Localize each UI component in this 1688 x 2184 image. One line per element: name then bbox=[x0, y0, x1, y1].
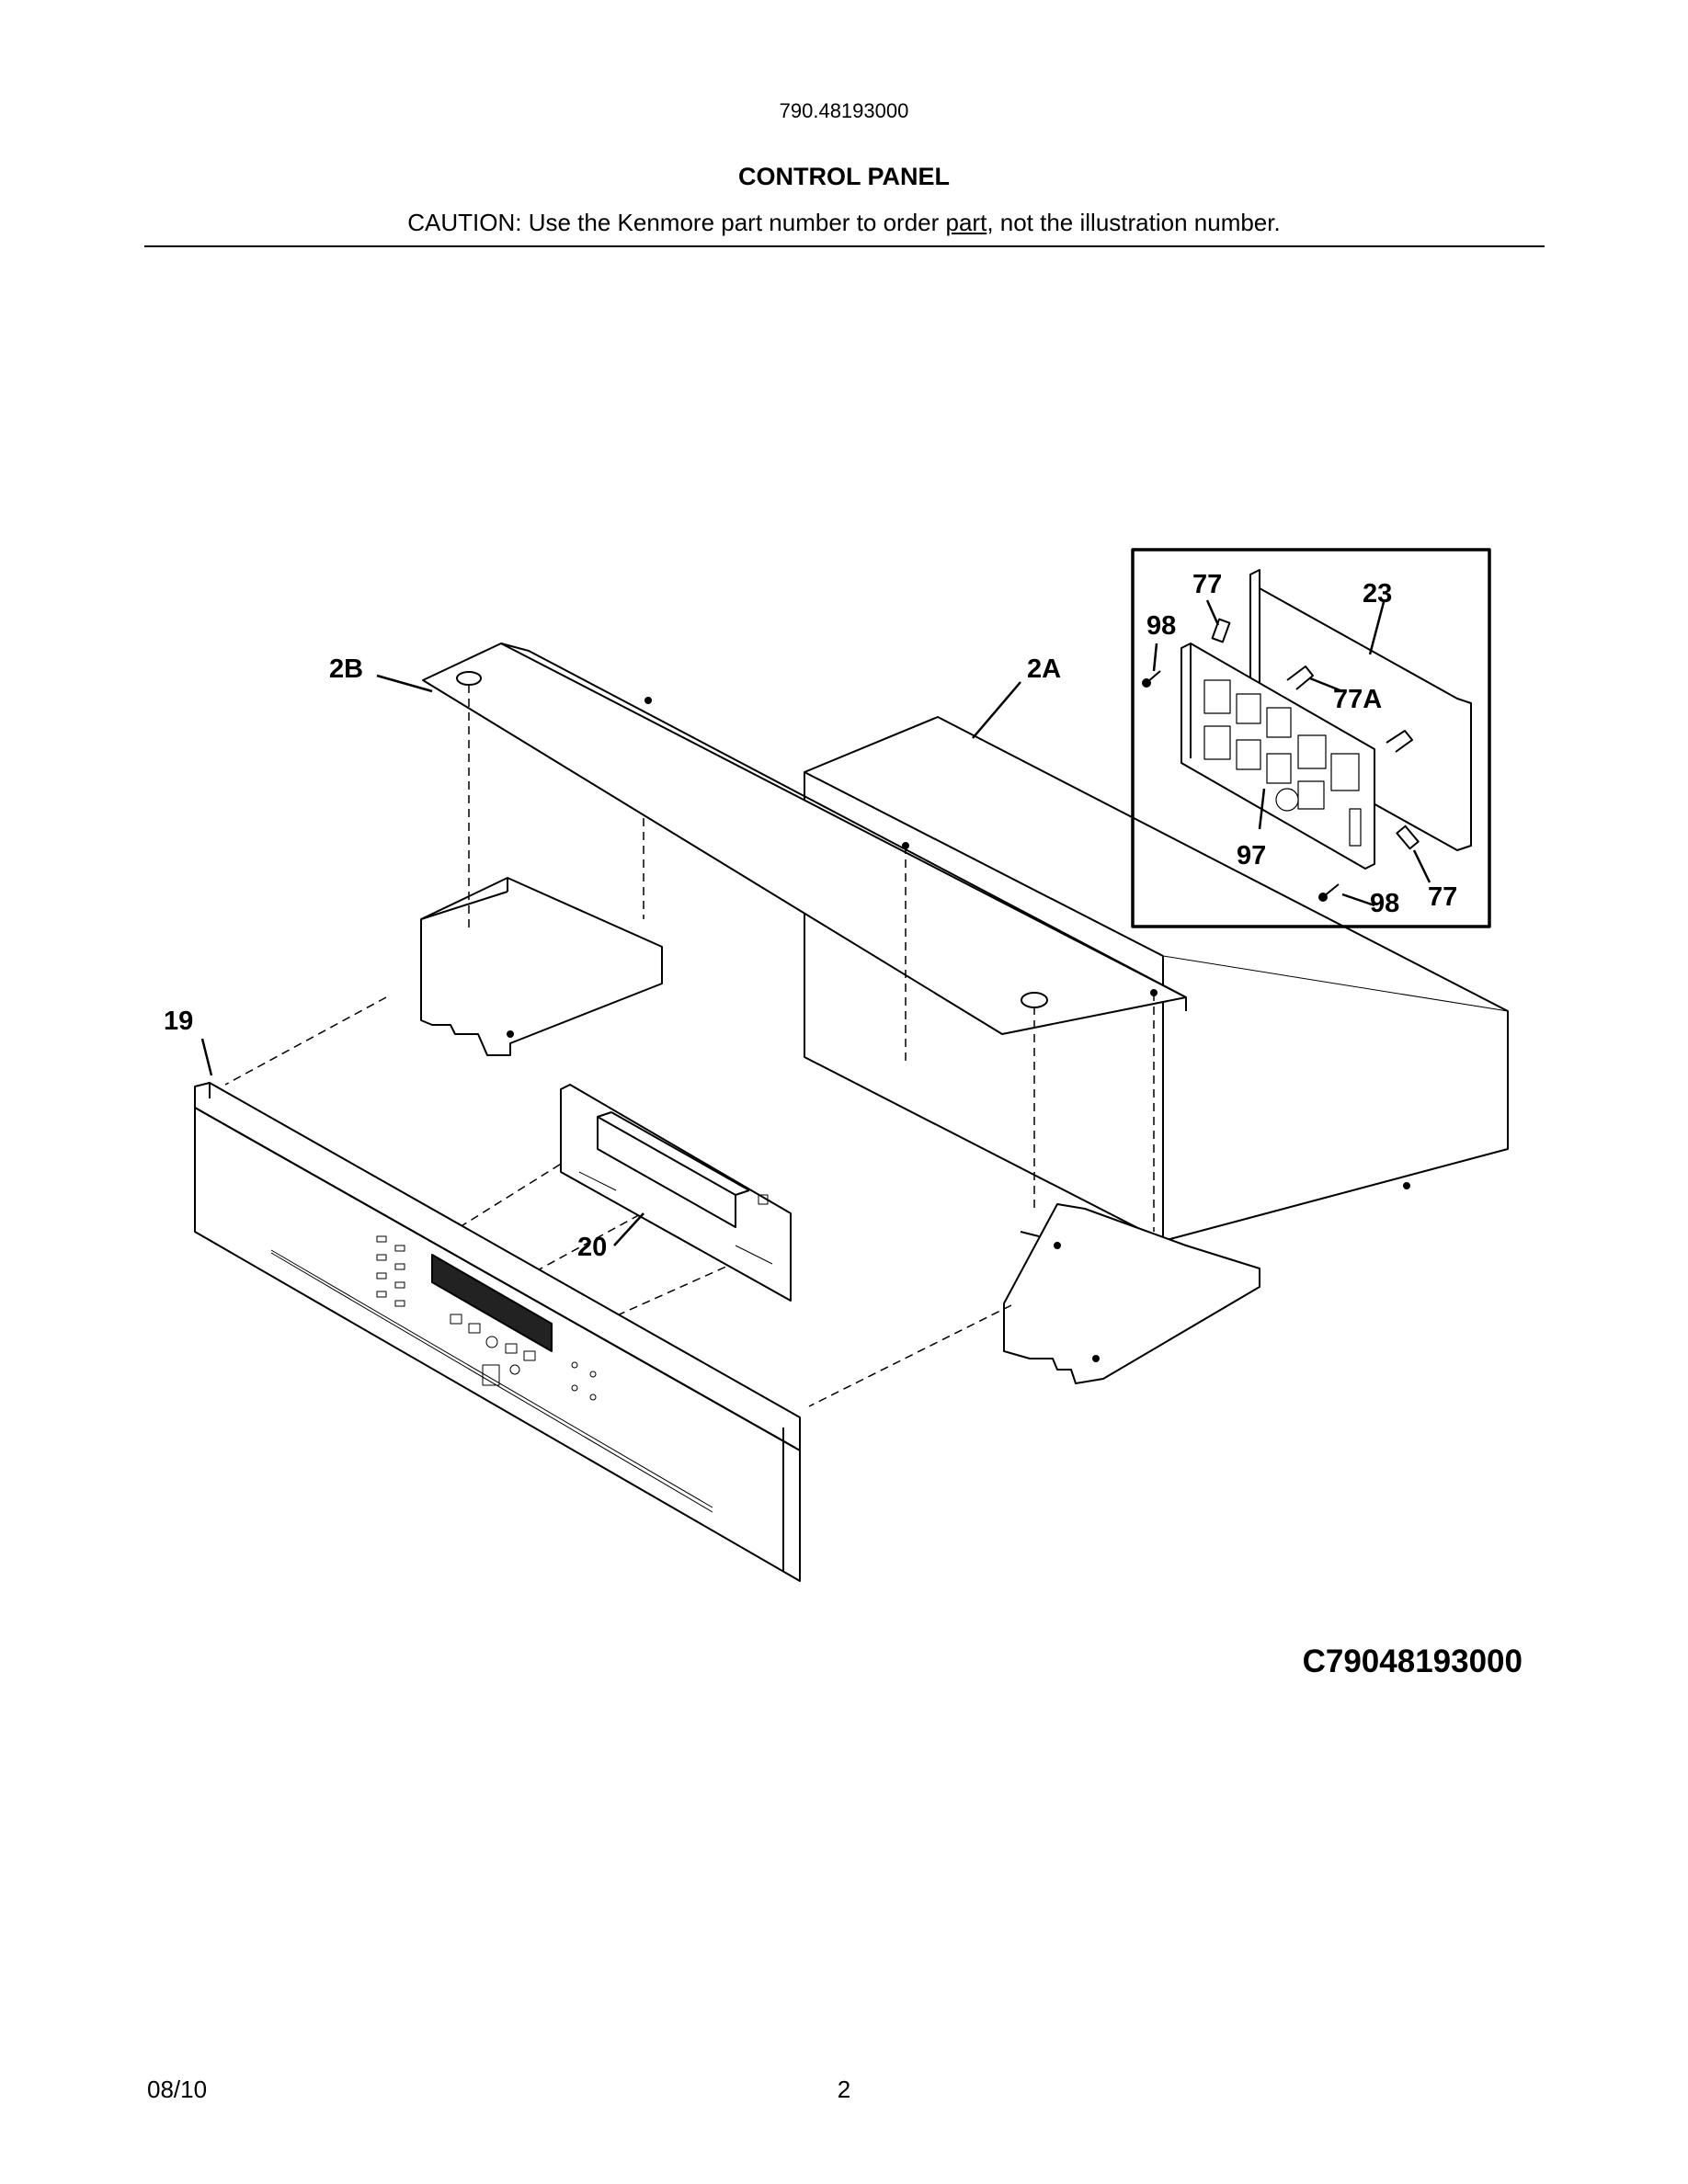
callout-97: 97 bbox=[1237, 841, 1266, 870]
callout-77a: 77A bbox=[1333, 685, 1382, 714]
caution-note: CAUTION: Use the Kenmore part number to … bbox=[0, 209, 1688, 237]
callout-23: 23 bbox=[1363, 579, 1392, 609]
caution-text-after: , not the illustration number. bbox=[987, 209, 1281, 236]
footer-date: 08/10 bbox=[147, 2076, 208, 2103]
callout-98-top: 98 bbox=[1146, 611, 1176, 641]
left-side-bracket bbox=[420, 877, 663, 1056]
inset-box-control-board bbox=[1131, 548, 1491, 928]
interface-board-20 bbox=[560, 1084, 792, 1302]
callout-19: 19 bbox=[164, 1007, 193, 1036]
right-side-bracket bbox=[1003, 1203, 1260, 1384]
caution-text-before: CAUTION: Use the Kenmore part number to … bbox=[407, 209, 946, 236]
trim-cover-2b bbox=[422, 643, 1187, 1035]
header-divider bbox=[144, 245, 1545, 247]
top-housing-2a bbox=[804, 716, 1509, 1242]
section-title: CONTROL PANEL bbox=[737, 163, 950, 190]
callout-77-top: 77 bbox=[1192, 570, 1222, 599]
callout-77-bottom: 77 bbox=[1428, 882, 1457, 912]
callout-2b: 2B bbox=[329, 654, 363, 684]
callout-98-bottom: 98 bbox=[1370, 889, 1399, 918]
callout-leader-lines bbox=[200, 599, 1431, 1246]
control-panel-console-19 bbox=[194, 1082, 801, 1582]
callout-2a: 2A bbox=[1027, 654, 1061, 684]
caution-underlined-word: part bbox=[945, 209, 987, 236]
model-number: 790.48193000 bbox=[779, 99, 909, 122]
callout-20: 20 bbox=[577, 1233, 607, 1262]
page-number: 2 bbox=[837, 2076, 851, 2103]
figure-code: C79048193000 bbox=[1302, 1644, 1523, 1679]
